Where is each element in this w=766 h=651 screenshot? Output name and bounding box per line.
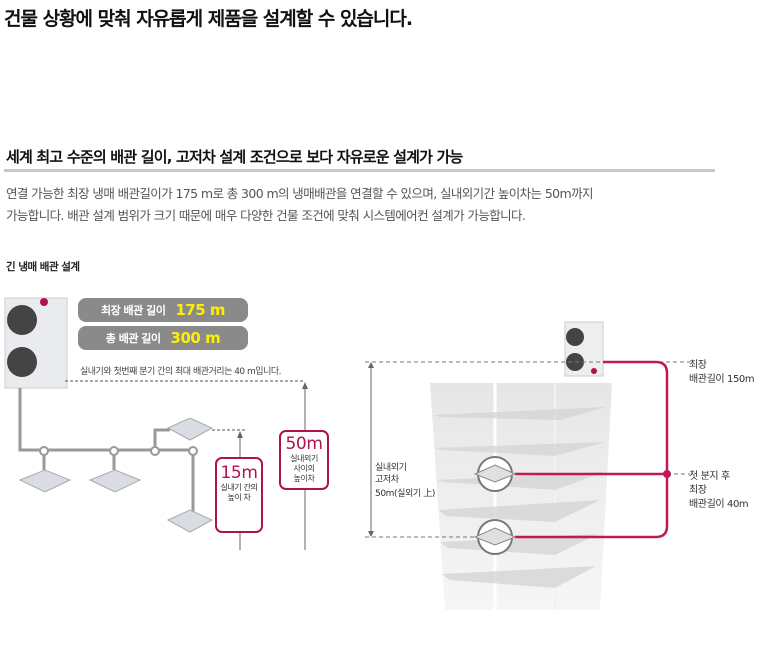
description-line-2: 가능합니다. 배관 설계 범위가 크기 때문에 매우 다양한 건물 조건에 맞춰… [6,208,526,223]
outdoor-unit-icon [4,297,68,389]
label-line: 실내외기 [375,463,407,473]
box-label: 높이차 [293,474,315,483]
max-pipe-length-badge: 최장 배관 길이 175 m [78,298,248,322]
max-length-label: 최장 배관길이 150m [689,359,755,387]
badge-value: 175 m [175,301,226,319]
diagram-subtitle: 긴 냉매 배관 설계 [6,261,80,273]
building-icon [430,383,612,610]
box-label: 높이 차 [227,493,251,502]
label-line: 배관길이 150m [689,374,755,385]
total-pipe-length-badge: 총 배관 길이 300 m [78,326,248,350]
height-value: 15m [220,463,258,483]
indoor-unit-icon [18,417,214,533]
badge-label: 최장 배관 길이 [100,304,166,317]
badge-label: 총 배관 길이 [105,332,161,345]
page-title: 건물 상황에 맞춰 자유롭게 제품을 설계할 수 있습니다. [4,8,413,30]
description-line-1: 연결 가능한 최장 냉매 배관길이가 175 m로 총 300 m의 냉매배관을… [6,186,594,201]
height-diff-label: 실내외기 고저차 50m(실외기 上) [375,462,435,500]
box-label: 사이의 [293,464,315,473]
box-label: 실내외기 [290,454,318,463]
box-label: 실내기 간의 [220,483,258,492]
label-line: 고저차 [375,475,399,485]
outdoor-height-box: 50m 실내외기 사이의 높이차 [279,430,329,490]
branch-length-label: 첫 분지 후 최장 배관길이 40m [689,470,749,512]
indoor-height-box: 15m 실내기 간의 높이 차 [215,457,263,533]
outdoor-unit-icon [564,321,604,377]
section-heading: 세계 최고 수준의 배관 길이, 고저차 설계 조건으로 보다 자유로운 설계가… [6,148,463,166]
building-diagram [365,321,690,610]
badge-value: 300 m [170,329,221,347]
branch-note: 실내기와 첫번째 분기 간의 최대 배관거리는 40 m입니다. [80,367,282,377]
label-line: 최장 [689,360,707,371]
label-line: 50m(실외기 上) [375,489,435,499]
divider [4,169,715,172]
label-line: 최장 [689,485,707,496]
label-line: 첫 분지 후 [689,471,730,482]
label-line: 배관길이 40m [689,499,749,510]
height-value: 50m [285,434,323,454]
